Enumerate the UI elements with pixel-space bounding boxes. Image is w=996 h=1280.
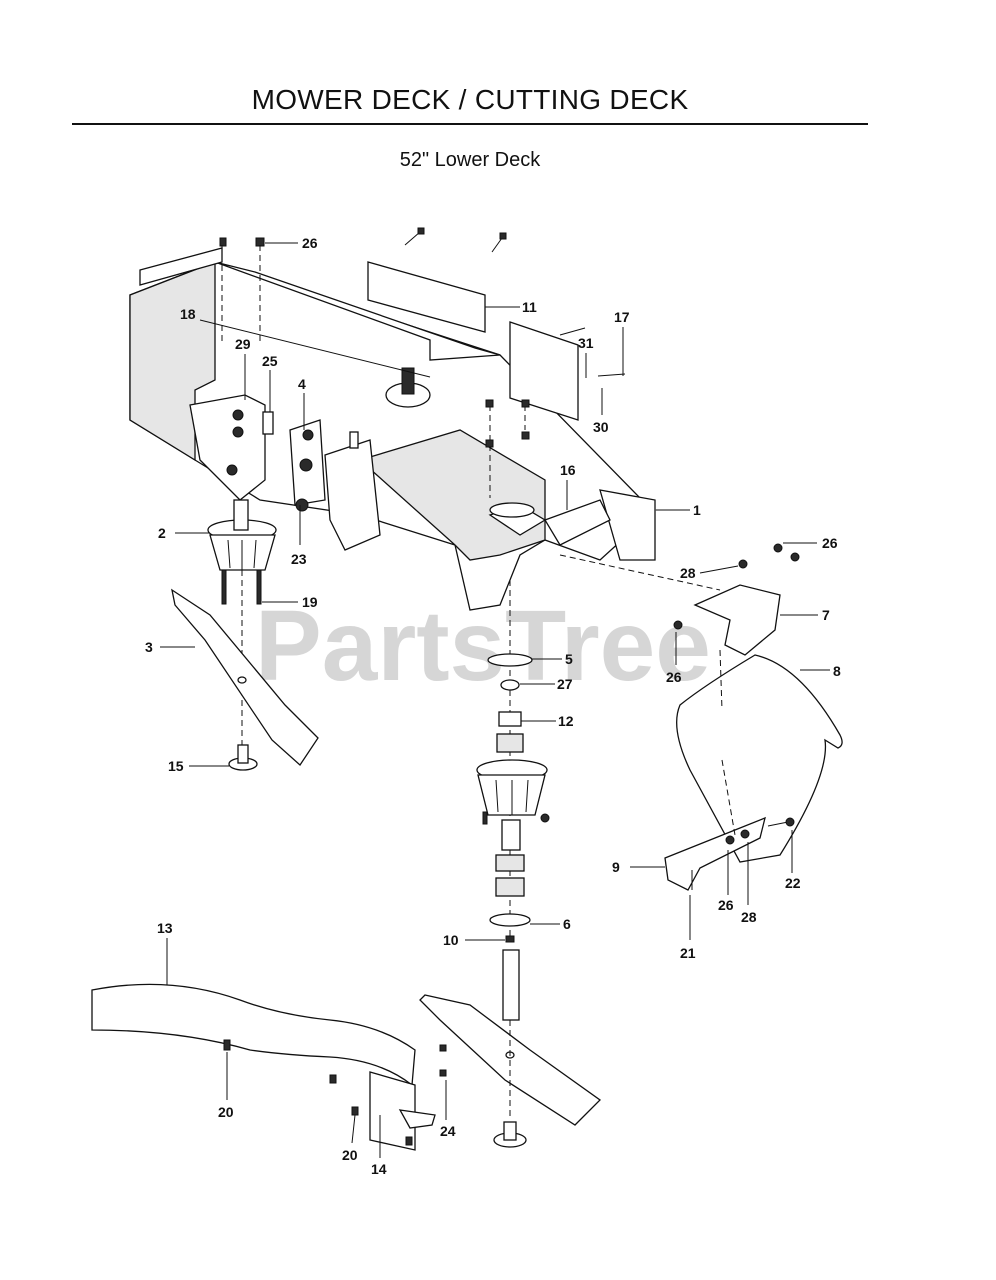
baffle-plates[interactable] bbox=[139, 247, 579, 421]
callout-11[interactable]: 11 bbox=[522, 299, 537, 315]
callout-24[interactable]: 24 bbox=[440, 1123, 456, 1139]
callout-labels: 26 11 18 17 29 31 25 4 30 16 1 2 26 23 2… bbox=[145, 235, 841, 1177]
callout-17[interactable]: 17 bbox=[614, 309, 630, 325]
idler-bracket-assembly[interactable] bbox=[189, 394, 381, 551]
page-subtitle: 52" Lower Deck bbox=[399, 149, 541, 171]
callout-19[interactable]: 19 bbox=[302, 594, 318, 610]
callout-26[interactable]: 26 bbox=[666, 669, 682, 685]
callout-14[interactable]: 14 bbox=[371, 1161, 387, 1177]
callout-20[interactable]: 20 bbox=[218, 1104, 234, 1120]
callout-2[interactable]: 2 bbox=[158, 525, 166, 541]
callout-8[interactable]: 8 bbox=[833, 663, 841, 679]
callout-26[interactable]: 26 bbox=[302, 235, 318, 251]
baffle-bracket[interactable] bbox=[329, 1044, 447, 1151]
watermark: PartsTree bbox=[255, 590, 711, 702]
callout-7[interactable]: 7 bbox=[822, 607, 830, 623]
callout-27[interactable]: 27 bbox=[557, 676, 573, 692]
callout-28[interactable]: 28 bbox=[741, 909, 757, 925]
callout-30[interactable]: 30 bbox=[593, 419, 609, 435]
hardware-top[interactable] bbox=[219, 227, 626, 498]
callout-22[interactable]: 22 bbox=[785, 875, 801, 891]
callout-28[interactable]: 28 bbox=[680, 565, 696, 581]
front-baffle[interactable] bbox=[91, 983, 416, 1087]
callout-15[interactable]: 15 bbox=[168, 758, 184, 774]
callout-21[interactable]: 21 bbox=[680, 945, 696, 961]
callout-9[interactable]: 9 bbox=[612, 859, 620, 875]
callout-25[interactable]: 25 bbox=[262, 353, 278, 369]
left-blade[interactable] bbox=[171, 588, 319, 766]
title-rule bbox=[72, 123, 868, 125]
callout-4[interactable]: 4 bbox=[298, 376, 306, 392]
callout-29[interactable]: 29 bbox=[235, 336, 251, 352]
leader-lines bbox=[160, 242, 830, 1158]
discharge-chute[interactable] bbox=[559, 543, 843, 891]
page-title: MOWER DECK / CUTTING DECK bbox=[251, 84, 689, 115]
callout-12[interactable]: 12 bbox=[558, 713, 574, 729]
callout-5[interactable]: 5 bbox=[565, 651, 573, 667]
callout-6[interactable]: 6 bbox=[563, 916, 571, 932]
left-blade-hub[interactable] bbox=[228, 744, 258, 771]
callout-3[interactable]: 3 bbox=[145, 639, 153, 655]
callout-23[interactable]: 23 bbox=[291, 551, 307, 567]
callout-26[interactable]: 26 bbox=[718, 897, 734, 913]
center-blade[interactable] bbox=[419, 994, 602, 1148]
callout-16[interactable]: 16 bbox=[560, 462, 576, 478]
callout-13[interactable]: 13 bbox=[157, 920, 173, 936]
center-spindle-stack[interactable] bbox=[476, 580, 550, 1021]
callout-20[interactable]: 20 bbox=[342, 1147, 358, 1163]
callout-26[interactable]: 26 bbox=[822, 535, 838, 551]
callout-31[interactable]: 31 bbox=[578, 335, 594, 351]
callout-1[interactable]: 1 bbox=[693, 502, 701, 518]
left-spindle[interactable] bbox=[207, 499, 277, 745]
callout-10[interactable]: 10 bbox=[443, 932, 459, 948]
callout-18[interactable]: 18 bbox=[180, 306, 196, 322]
